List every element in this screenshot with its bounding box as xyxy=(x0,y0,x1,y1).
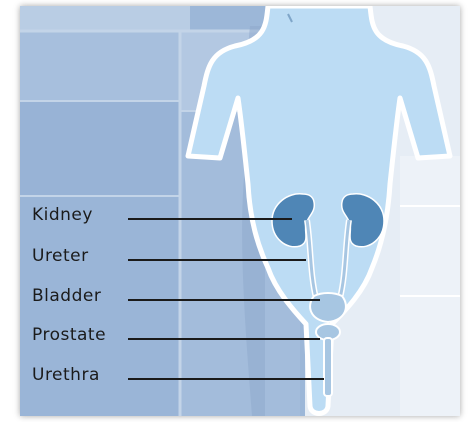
bladder xyxy=(310,293,346,322)
background-band xyxy=(20,6,190,31)
background-panel-right xyxy=(400,156,460,416)
diagram-frame: Kidney Ureter Bladder Prostate Urethra xyxy=(20,6,460,416)
urethra xyxy=(324,338,332,396)
background-block xyxy=(20,101,180,196)
background-block xyxy=(20,31,180,101)
urinary-system-diagram xyxy=(20,6,460,416)
background-block xyxy=(20,196,180,416)
